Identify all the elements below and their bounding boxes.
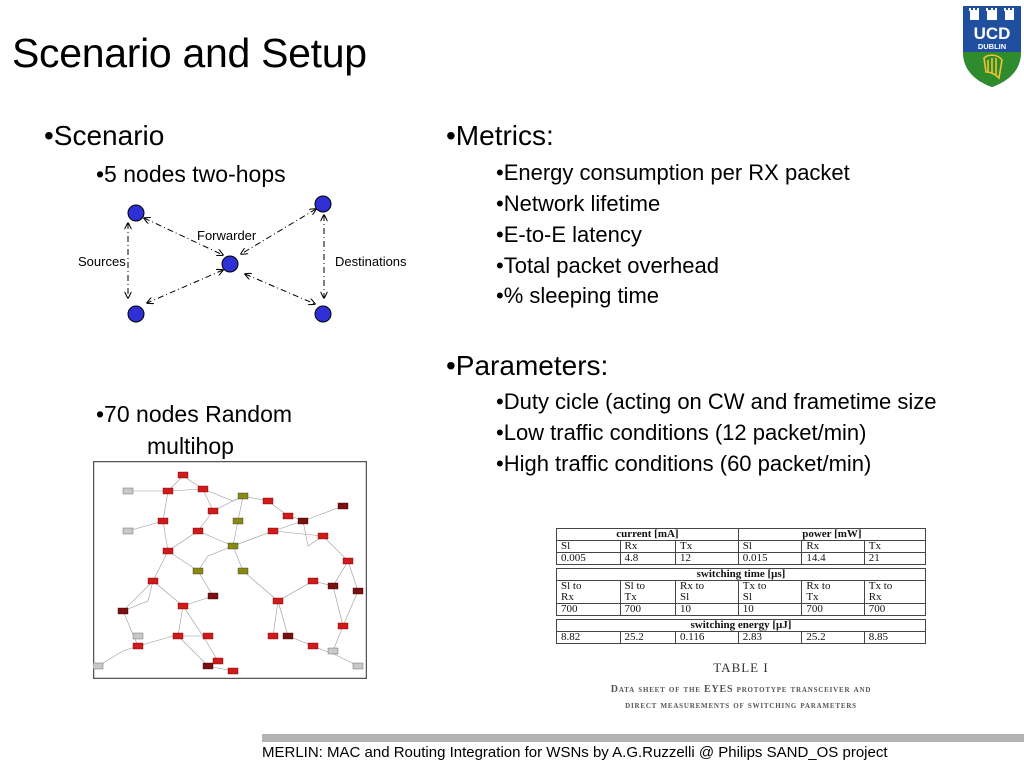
table-header-switching-time: switching time [μs] xyxy=(556,568,926,581)
table-cell: 21 xyxy=(863,552,927,565)
logo-top-text: UCD xyxy=(974,24,1011,43)
table-cell: Sl xyxy=(675,592,739,604)
table-cell: Sl to xyxy=(556,580,621,592)
table-caption-line1: Data sheet of the EYES prototype transce… xyxy=(610,684,872,695)
table-caption: TABLE I Data sheet of the EYES prototype… xyxy=(556,660,926,714)
table-cell: Rx xyxy=(619,540,676,553)
table-cell: Tx to xyxy=(737,580,802,592)
parameters-item: •Low traffic conditions (12 packet/min) xyxy=(496,420,867,445)
table-cell: 2.83 xyxy=(737,631,802,644)
table-cell: 0.015 xyxy=(737,552,802,565)
metrics-heading: •Metrics: xyxy=(446,120,554,151)
table-caption-line2: direct measurements of switching paramet… xyxy=(625,700,857,711)
footer-suffix: project xyxy=(838,744,888,761)
table-cell: Rx xyxy=(863,592,927,604)
scenario-item-5-nodes: •5 nodes two-hops xyxy=(96,161,286,187)
table-cell: 700 xyxy=(801,603,865,616)
link-forwarder-dest2 xyxy=(245,274,315,304)
table-cell: 4.8 xyxy=(619,552,676,565)
footer-divider-bar xyxy=(262,734,1024,742)
destination-node-bottom xyxy=(314,305,332,323)
metrics-item: •Energy consumption per RX packet xyxy=(496,160,850,185)
table-cell: Tx xyxy=(863,540,927,553)
table-cell: Tx xyxy=(801,592,865,604)
footer-middle: @ Philips xyxy=(694,744,767,761)
destination-node-top xyxy=(314,195,332,213)
parameters-item: •Duty cicle (acting on CW and frametime … xyxy=(496,389,937,414)
table-cell: 25.2 xyxy=(801,631,865,644)
parameters-heading: •Parameters: xyxy=(446,350,609,381)
table-cell: 0.116 xyxy=(675,631,739,644)
slide-title: Scenario and Setup xyxy=(12,30,367,76)
table-cell: Rx to xyxy=(801,580,865,592)
table-cell: Rx xyxy=(801,540,865,553)
table-cell: 0.005 xyxy=(556,552,621,565)
table-cell: Tx xyxy=(675,540,739,553)
link-source1-forwarder xyxy=(144,218,223,255)
table-caption-title: TABLE I xyxy=(713,660,769,675)
ucd-logo: UCD DUBLIN xyxy=(963,6,1021,87)
footer-prefix: MERLIN: MAC and Routing Integration for … xyxy=(262,744,613,761)
sources-label: Sources xyxy=(78,254,126,269)
link-dest1-forwarder xyxy=(241,209,316,254)
source-node-top xyxy=(127,204,145,222)
scenario-heading: •Scenario xyxy=(44,120,165,151)
metrics-item: •Network lifetime xyxy=(496,191,661,216)
table-cell: Tx to xyxy=(863,580,927,592)
table-cell: Rx xyxy=(556,592,621,604)
metrics-item: •E-to-E latency xyxy=(496,222,642,247)
parameters-item: •High traffic conditions (60 packet/min) xyxy=(496,451,872,476)
forwarder-node xyxy=(221,255,239,273)
harp-icon xyxy=(983,54,1003,80)
footer-author: A.G.Ruzzelli xyxy=(612,744,695,761)
footer-project: SAND_OS xyxy=(766,744,839,761)
metrics-item: •Total packet overhead xyxy=(496,253,719,278)
table-header-current: current [mA] xyxy=(556,528,739,541)
table-cell: 12 xyxy=(675,552,739,565)
table-cell: 14.4 xyxy=(801,552,865,565)
destinations-label: Destinations xyxy=(335,254,407,269)
table-cell: Sl xyxy=(737,592,802,604)
table-cell: 10 xyxy=(737,603,802,616)
table-cell: 700 xyxy=(556,603,621,616)
table-cell: 8.82 xyxy=(556,631,621,644)
logo-bottom-text: DUBLIN xyxy=(978,42,1006,51)
table-header-power: power [mW] xyxy=(738,528,927,541)
metrics-item: •% sleeping time xyxy=(496,283,660,308)
scenario-item-70-nodes: •70 nodes Random xyxy=(96,401,293,427)
table-header-switching-energy: switching energy [μJ] xyxy=(556,619,926,632)
forwarder-label: Forwarder xyxy=(197,228,257,243)
table-cell: 10 xyxy=(675,603,739,616)
transceiver-datasheet-table: current [mA] power [mW] Sl Rx Tx Sl Rx T… xyxy=(556,528,927,644)
table-cell: Sl xyxy=(556,540,621,553)
table-cell: 8.85 xyxy=(863,631,927,644)
table-cell: 25.2 xyxy=(619,631,676,644)
table-cell: 700 xyxy=(619,603,676,616)
link-forwarder-source2 xyxy=(147,270,223,303)
table-cell: Tx xyxy=(619,592,676,604)
table-cell: Sl xyxy=(737,540,802,553)
random-multihop-network-image xyxy=(93,461,367,679)
footer-text: MERLIN: MAC and Routing Integration for … xyxy=(262,744,888,761)
table-cell: Rx to xyxy=(675,580,739,592)
scenario-item-70-nodes-cont: multihop xyxy=(147,433,234,459)
table-cell: 700 xyxy=(863,603,927,616)
source-node-bottom xyxy=(127,305,145,323)
table-cell: Sl to xyxy=(619,580,676,592)
five-node-diagram xyxy=(70,195,332,323)
